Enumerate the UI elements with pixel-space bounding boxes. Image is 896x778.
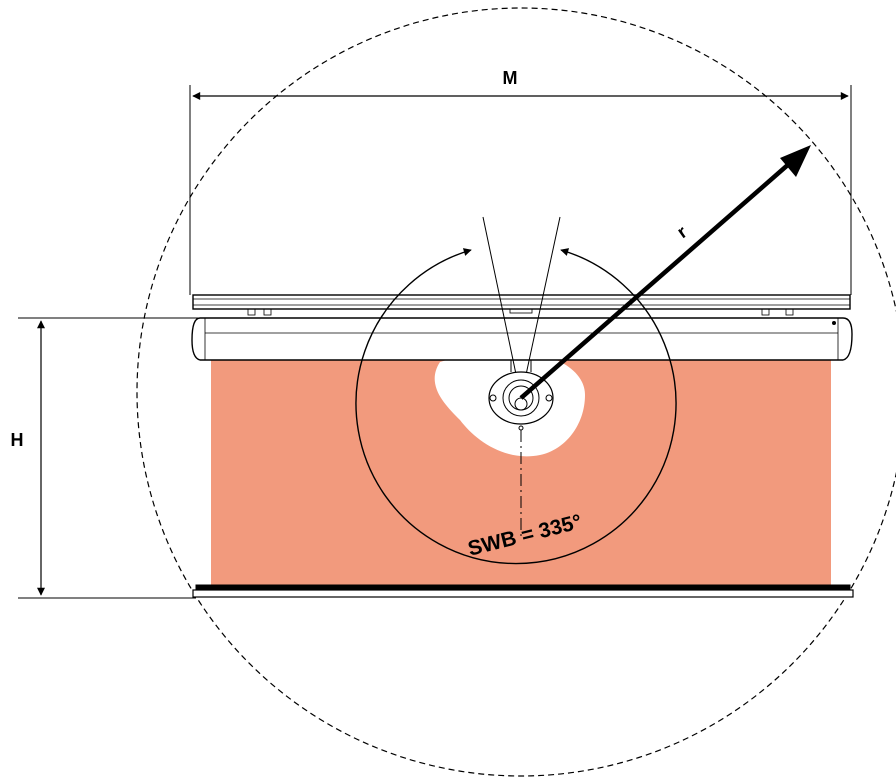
top-rail xyxy=(192,294,851,316)
dimension-m xyxy=(189,85,852,295)
label-r: r xyxy=(673,222,690,242)
radius-arrow xyxy=(519,145,811,400)
bottom-bar xyxy=(192,584,854,598)
label-m: M xyxy=(503,68,518,88)
angle-boundary-lines xyxy=(482,216,561,399)
dimension-h xyxy=(18,317,200,599)
swing-arc xyxy=(355,248,677,565)
clearance-circle xyxy=(136,7,896,777)
label-h: H xyxy=(11,430,24,450)
housing xyxy=(191,317,853,361)
